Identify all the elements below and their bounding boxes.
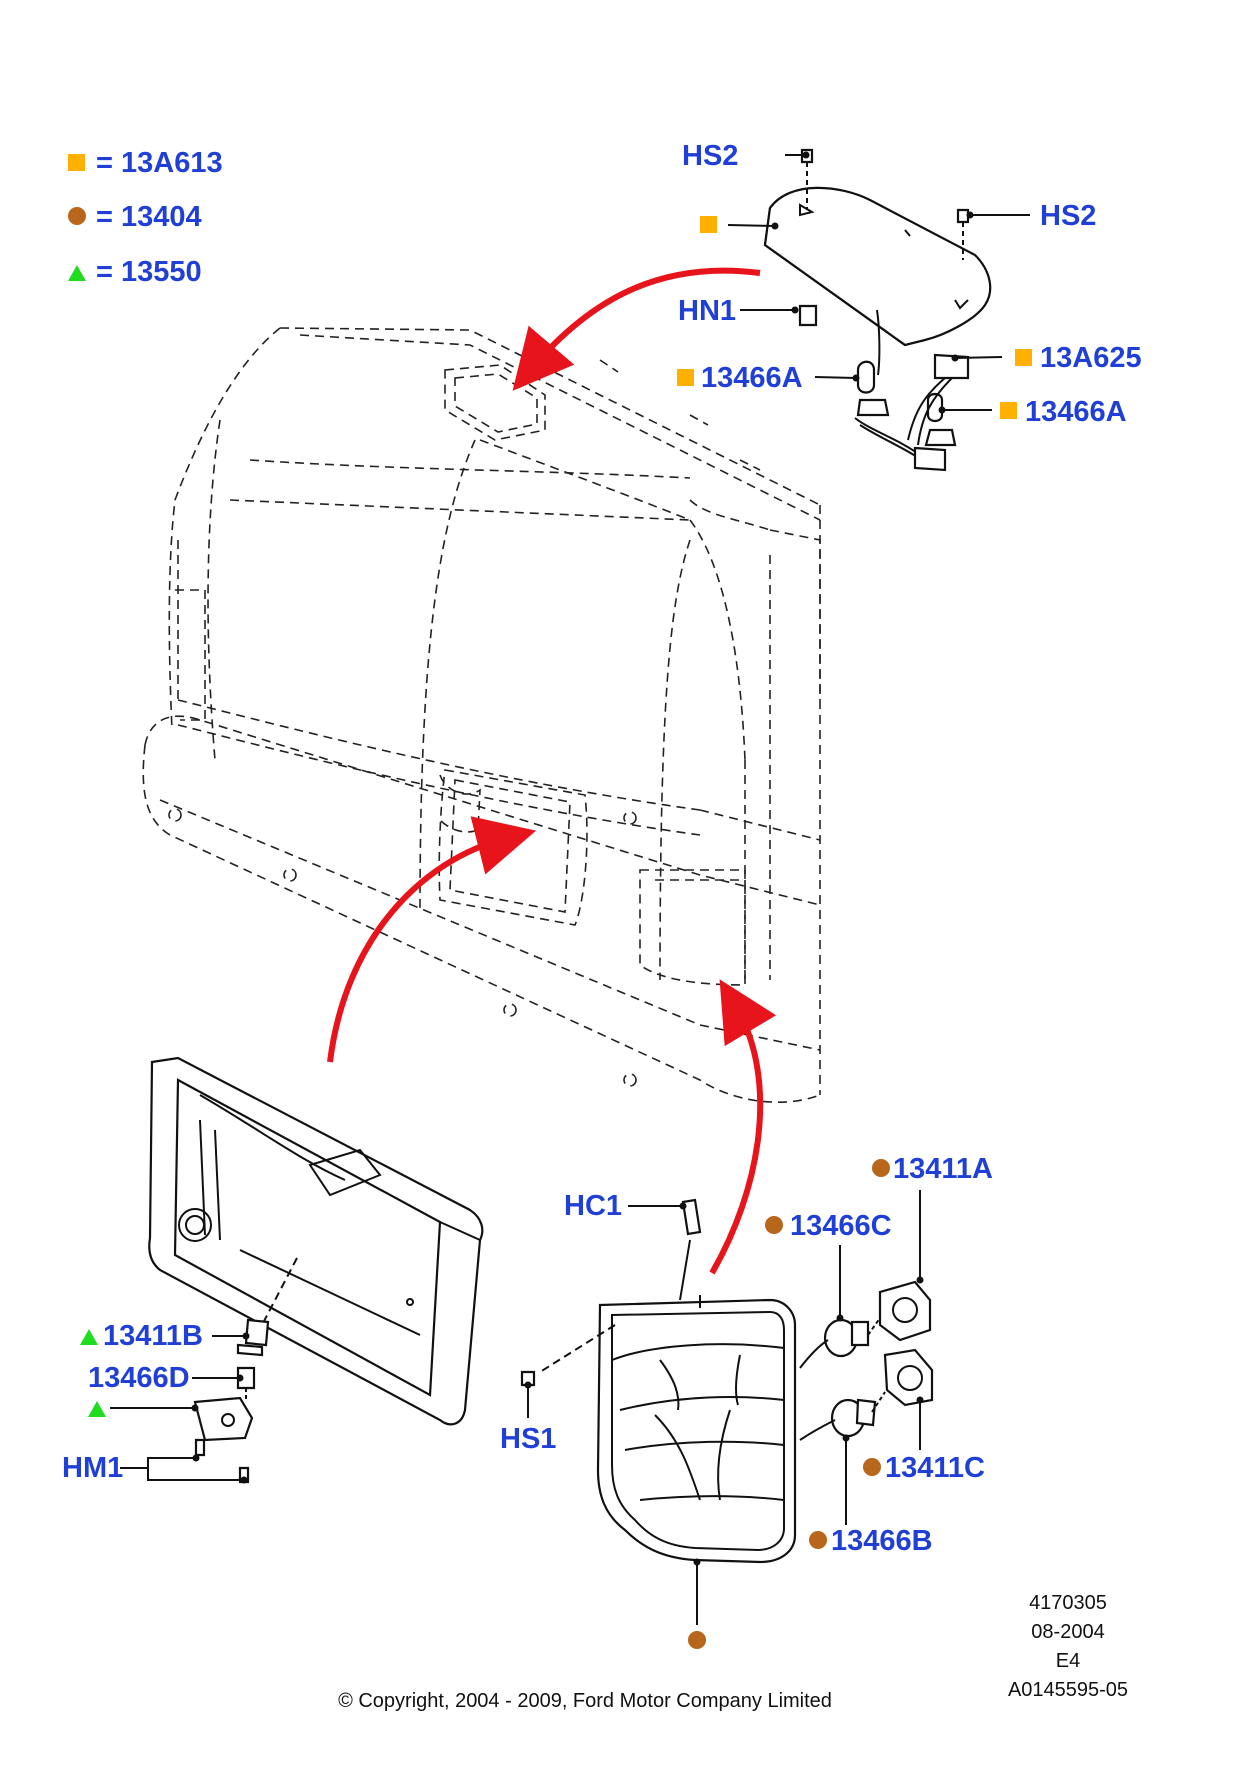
reference-line-4: A0145595-05 — [1008, 1679, 1128, 1701]
brown-circle-icon — [765, 1216, 783, 1234]
label-13466a-left: 13466A — [701, 362, 803, 394]
green-triangle-icon — [68, 265, 86, 281]
leader-lines — [110, 151, 1030, 1625]
label-13466b: 13466B — [831, 1525, 933, 1557]
brown-circle-icon — [872, 1159, 890, 1177]
licence-plate-lamp-assembly — [148, 1056, 484, 1484]
markers — [80, 216, 1032, 1649]
legend-triangle-text: = 13550 — [96, 256, 202, 288]
label-hs1: HS1 — [500, 1423, 556, 1455]
reference-block: 4170305 08-2004 E4 A0145595-05 — [1008, 1592, 1128, 1701]
legend-square-text: = 13A613 — [96, 147, 223, 179]
brown-circle-icon — [688, 1631, 706, 1649]
part-labels: HS2 HS2 HN1 13466A 13A625 13466A 13411A … — [62, 140, 1142, 1557]
orange-square-icon — [1000, 402, 1017, 419]
label-13466d: 13466D — [88, 1362, 190, 1394]
label-hs2-right: HS2 — [1040, 200, 1096, 232]
label-13411c: 13411C — [885, 1452, 985, 1484]
green-triangle-icon — [80, 1329, 98, 1345]
label-13a625: 13A625 — [1040, 342, 1142, 374]
label-hn1: HN1 — [678, 295, 736, 327]
label-13411a: 13411A — [893, 1153, 993, 1185]
label-hm1: HM1 — [62, 1452, 123, 1484]
orange-square-icon — [677, 369, 694, 386]
brown-circle-icon — [863, 1458, 881, 1476]
arrow-to-plate-lamp — [327, 816, 537, 1063]
arrow-to-roof-lamp — [512, 267, 761, 391]
tail-lamp-assembly — [520, 1198, 934, 1564]
reference-line-3: E4 — [1056, 1650, 1080, 1672]
brown-circle-icon — [809, 1531, 827, 1549]
orange-square-icon — [700, 216, 717, 233]
reference-line-1: 4170305 — [1029, 1592, 1107, 1614]
red-arrows — [327, 267, 777, 1275]
high-mount-stop-lamp — [763, 148, 992, 472]
green-triangle-icon — [88, 1401, 106, 1417]
label-hs2-top: HS2 — [682, 140, 738, 172]
arrow-to-tail-lamp — [709, 979, 777, 1275]
copyright-notice: © Copyright, 2004 - 2009, Ford Motor Com… — [338, 1690, 832, 1712]
legend-circle-text: = 13404 — [96, 201, 202, 233]
reference-line-2: 08-2004 — [1031, 1621, 1104, 1643]
label-13466c: 13466C — [790, 1210, 892, 1242]
label-13411b: 13411B — [103, 1320, 203, 1352]
van-body-outline — [142, 327, 821, 1104]
orange-square-icon — [1015, 349, 1032, 366]
label-13466a-right: 13466A — [1025, 396, 1127, 428]
legend: = 13A613 = 13404 = 13550 — [68, 147, 223, 288]
label-hc1: HC1 — [564, 1190, 622, 1222]
brown-circle-icon — [68, 207, 86, 225]
orange-square-icon — [68, 154, 85, 171]
